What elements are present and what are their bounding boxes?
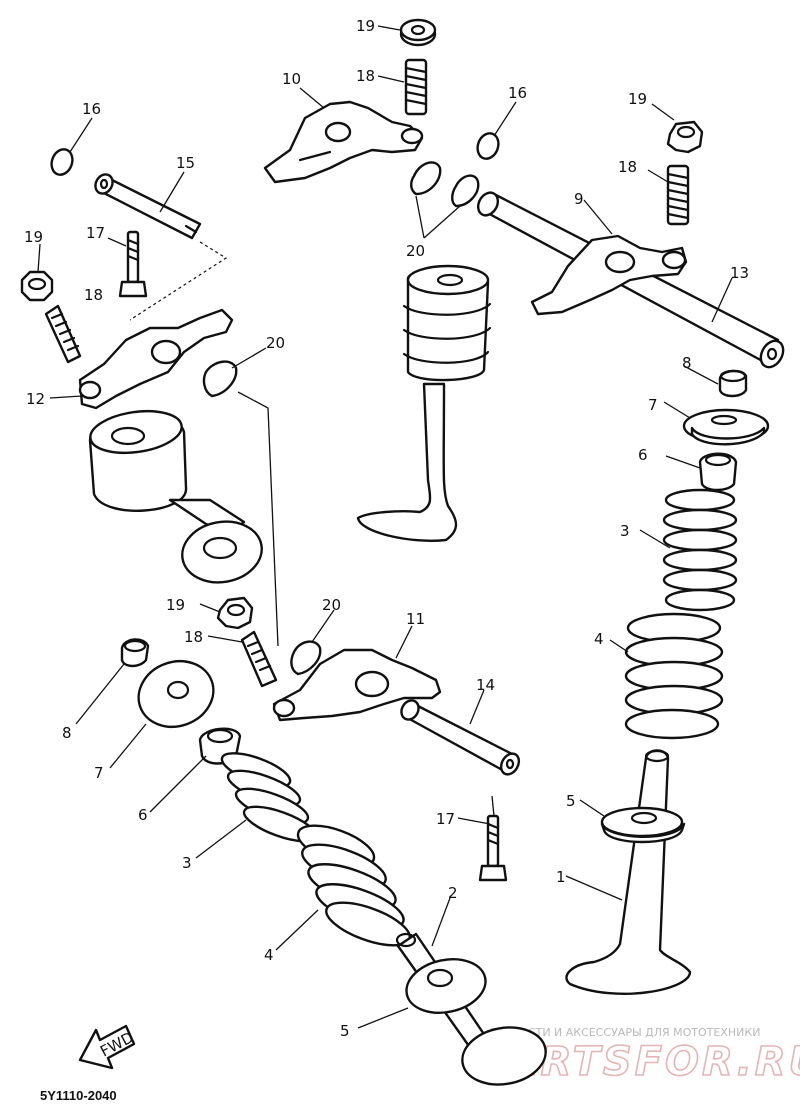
collar-20-left <box>202 360 238 398</box>
spring-retainer-7-right <box>682 408 770 446</box>
inner-spring-3-left <box>220 752 318 843</box>
callout-13: 13 <box>730 264 749 282</box>
watermark-tagline: ЗАПЧАСТИ И АКСЕССУАРЫ ДЛЯ МОТОТЕХНИКИ <box>490 1026 760 1039</box>
outer-spring-4-left <box>296 824 411 947</box>
callout-2: 2 <box>448 884 458 902</box>
rocker-arm-10-tip <box>400 127 424 145</box>
callout-12: 12 <box>26 390 45 408</box>
outer-spring-4-right <box>624 612 724 740</box>
callout-20: 20 <box>406 242 425 260</box>
retainer-cotter-8-left <box>120 638 150 668</box>
locknut-19-left <box>20 270 54 302</box>
o-ring-16-left <box>50 148 74 176</box>
callout-9: 9 <box>574 190 584 208</box>
spring-seat-5-right <box>600 806 686 844</box>
retainer-cotter-8-right <box>718 369 748 398</box>
callout-18: 18 <box>84 286 103 304</box>
callout-3: 3 <box>182 854 192 872</box>
stem-seal-6-right <box>698 452 738 492</box>
bolt-17-left <box>118 230 148 298</box>
callout-6: 6 <box>138 806 148 824</box>
spring-retainer-7-left <box>137 660 215 728</box>
collar-20-center <box>290 640 322 676</box>
callout-3: 3 <box>620 522 630 540</box>
callout-11: 11 <box>406 610 425 628</box>
callout-19: 19 <box>628 90 647 108</box>
adjuster-screw-18-right <box>666 164 690 226</box>
rocker-arm-10 <box>263 100 424 184</box>
collar-20-top-a <box>410 161 442 196</box>
rocker-arm-9 <box>530 234 688 316</box>
callout-8: 8 <box>682 354 692 372</box>
callout-14: 14 <box>476 676 495 694</box>
inner-spring-3-right <box>662 488 738 612</box>
valve-center-inverted <box>356 264 492 542</box>
callout-18: 18 <box>184 628 203 646</box>
rocker-arm-10-bore <box>324 121 352 143</box>
callout-16: 16 <box>82 100 101 118</box>
callout-17: 17 <box>436 810 455 828</box>
callout-7: 7 <box>94 764 104 782</box>
rocker-arm-11 <box>272 648 442 722</box>
callout-8: 8 <box>62 724 72 742</box>
callout-10: 10 <box>282 70 301 88</box>
drawing-code: 5Y1110-2040 <box>40 1088 117 1103</box>
callout-19: 19 <box>356 17 375 35</box>
adjuster-screw-18-left <box>44 304 82 364</box>
o-ring-16-right <box>476 132 500 160</box>
callout-16: 16 <box>508 84 527 102</box>
bolt-17-center <box>478 814 508 882</box>
valve-left-inverted <box>88 409 263 584</box>
rocker-arm-10-assembly <box>263 18 437 184</box>
locknut-19-right <box>666 120 704 154</box>
forward-direction-arrow: FWD <box>78 1024 137 1070</box>
spring-seat-5-left <box>405 958 487 1014</box>
callout-4: 4 <box>594 630 604 648</box>
leader-lines <box>37 25 733 1029</box>
callout-15: 15 <box>176 154 195 172</box>
callout-7: 7 <box>648 396 658 414</box>
callout-19: 19 <box>24 228 43 246</box>
callout-1: 1 <box>556 868 566 886</box>
callout-20: 20 <box>266 334 285 352</box>
callout-18: 18 <box>618 158 637 176</box>
callout-20: 20 <box>322 596 341 614</box>
callout-5: 5 <box>566 792 576 810</box>
rocker-shaft-15 <box>94 173 202 240</box>
adjuster-screw-18-center <box>240 630 278 688</box>
rocker-shaft-14 <box>400 699 521 776</box>
rocker-arm-12 <box>78 241 234 410</box>
callout-17: 17 <box>86 224 105 242</box>
callout-4: 4 <box>264 946 274 964</box>
locknut-19-center <box>216 596 254 630</box>
valve-1-right <box>565 749 692 995</box>
callout-18: 18 <box>356 67 375 85</box>
callout-19: 19 <box>166 596 185 614</box>
valve-2-left <box>395 932 547 1086</box>
collar-20-top-b <box>451 174 480 208</box>
callout-5: 5 <box>340 1022 350 1040</box>
callout-numbers: 19 18 10 16 16 19 15 17 19 9 20 18 18 13… <box>24 17 749 1040</box>
callout-6: 6 <box>638 446 648 464</box>
